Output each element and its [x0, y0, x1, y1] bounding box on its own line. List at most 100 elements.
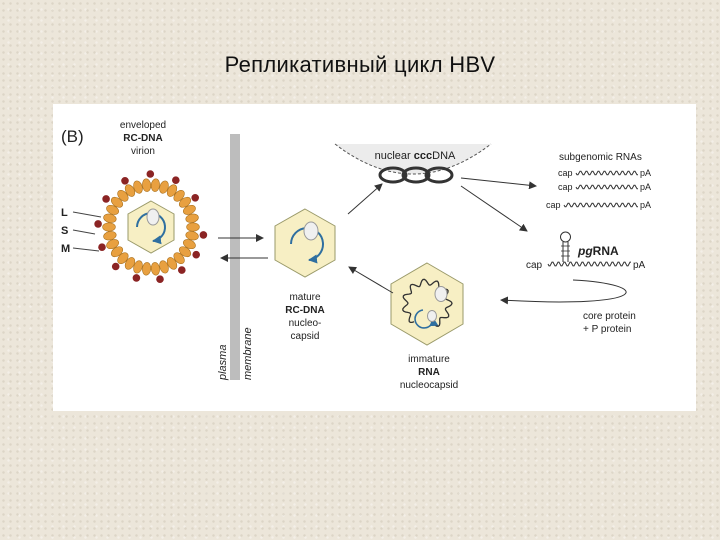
- immature-minus-strand: [414, 309, 439, 329]
- envelope-surface-protein: [178, 266, 186, 274]
- envelope-lipid-bead: [106, 204, 119, 215]
- envelope-lipid-bead: [117, 252, 129, 265]
- panel-label: (B): [61, 127, 84, 146]
- envelope-lipid-bead: [142, 262, 152, 276]
- subgenomic-row1-cap: cap: [558, 168, 573, 178]
- envelope-surface-protein: [121, 177, 129, 185]
- enveloped-virion: [94, 170, 208, 283]
- subgenomic-rna-3: [563, 202, 638, 208]
- cccdna-coils: [378, 166, 454, 184]
- nuclear-entry-arrow: [347, 183, 383, 215]
- subgenomic-rna-2: [575, 184, 638, 190]
- immature-label-line1: immature: [408, 354, 450, 365]
- envelope-surface-protein: [94, 220, 102, 228]
- mature-label-line2: RC-DNA: [285, 305, 324, 316]
- hbv-replication-figure: (B) enveloped RC-DNA virion L S M plasma…: [53, 104, 696, 411]
- envelope-lipid-bead: [178, 196, 192, 208]
- envelope-lipid-bead: [185, 213, 199, 223]
- mature-label-line4: capsid: [291, 331, 320, 342]
- immature-primer: [427, 310, 437, 322]
- envelope-surface-protein: [199, 231, 208, 239]
- envelope-lipid-bead: [110, 246, 124, 258]
- envelope-lipid-bead: [166, 257, 178, 270]
- slide-title: Репликативный цикл HBV: [224, 52, 496, 77]
- envelope-lipid-bead: [133, 260, 143, 274]
- protein-label-L: L: [61, 207, 68, 219]
- virion-label-line2: RC-DNA: [123, 133, 162, 144]
- plasma-membrane: [230, 134, 240, 380]
- envelope-surface-protein: [132, 274, 141, 282]
- subgenomic-row3-cap: cap: [546, 200, 561, 210]
- envelope-lipid-bead: [173, 189, 185, 202]
- envelope-surface-protein: [111, 262, 120, 271]
- virion-label-line3: virion: [131, 146, 155, 157]
- envelope-lipid-bead: [173, 252, 185, 265]
- envelope-lipid-bead: [110, 196, 124, 208]
- protein-leader-lines: [72, 211, 102, 252]
- envelope-lipid-bead: [150, 178, 160, 192]
- membrane-label-membrane: membrane: [242, 327, 254, 380]
- envelope-surface-protein: [146, 170, 155, 178]
- envelope-surface-protein: [156, 275, 164, 283]
- subgenomic-row3-pa: pA: [640, 200, 651, 210]
- subgenomic-rna-1: [575, 170, 638, 176]
- immature-pgrna: [402, 278, 453, 327]
- mature-capsid-shell: [274, 208, 336, 278]
- nucleus-label: nuclear cccDNA: [375, 150, 456, 162]
- envelope-lipid-bead: [117, 189, 129, 202]
- virion-capsid: [127, 200, 175, 254]
- translation-arrow: [500, 279, 627, 305]
- virion-polymerase: [146, 208, 160, 226]
- membrane-label-plasma: plasma: [217, 345, 229, 381]
- immature-label-line3: nucleocapsid: [400, 380, 458, 391]
- envelope-lipid-bead: [103, 213, 117, 223]
- envelope-lipid-beads: [102, 178, 200, 276]
- immature-nucleocapsid: [390, 262, 464, 346]
- envelope-lipid-bead: [124, 257, 136, 270]
- pgrna-strand: [547, 261, 631, 267]
- pgrna-label: pgRNA: [577, 244, 619, 258]
- mature-polymerase: [303, 221, 319, 241]
- envelope-lipid-bead: [102, 222, 116, 232]
- subgenomic-title: subgenomic RNAs: [559, 152, 642, 163]
- immature-capsid-shell: [390, 262, 464, 346]
- envelope-lipid-bead: [183, 204, 196, 215]
- envelope-surface-protein: [172, 176, 180, 184]
- translation-label-line2: + P protein: [583, 324, 631, 335]
- protein-label-S: S: [61, 225, 68, 237]
- pgrna-pa: pA: [633, 260, 646, 271]
- envelope-lipid-bead: [159, 180, 169, 194]
- subgenomic-row1-pa: pA: [640, 168, 651, 178]
- replication-cycle-diagram: (B) enveloped RC-DNA virion L S M plasma…: [61, 120, 651, 391]
- envelope-surface-protein: [191, 194, 199, 202]
- pgrna-cap: cap: [526, 260, 543, 271]
- pgrna-epsilon-stemloop: [560, 231, 571, 262]
- envelope-lipid-bead: [150, 262, 160, 276]
- envelope-lipid-bead: [133, 180, 143, 194]
- virion-rc-dna: [136, 212, 166, 245]
- immature-polymerase: [434, 286, 448, 302]
- envelope-surface-protein: [98, 243, 106, 251]
- envelope-lipid-bead: [183, 239, 196, 250]
- envelope-lipid-bead: [142, 178, 152, 192]
- envelope-lipid-bead: [124, 184, 136, 197]
- virion-label-line1: enveloped: [120, 120, 166, 131]
- nucleus-outline: [334, 143, 492, 175]
- transcription-arrow-subgenomic: [460, 177, 537, 190]
- envelope-lipid-bead: [103, 231, 117, 241]
- envelope-surface-protein: [192, 250, 200, 259]
- subgenomic-row2-cap: cap: [558, 182, 573, 192]
- envelope-lipid-bead: [185, 231, 199, 241]
- translation-label-line1: core protein: [583, 311, 636, 322]
- mature-nucleocapsid: [274, 208, 336, 278]
- mature-label-line3: nucleo-: [289, 318, 322, 329]
- maturation-arrow: [348, 266, 394, 294]
- envelope-surface-protein: [102, 195, 110, 203]
- immature-label-line2: RNA: [418, 367, 440, 378]
- transcription-arrow-pgrna: [460, 185, 528, 232]
- envelope-lipid-bead: [186, 222, 200, 232]
- mature-label-line1: mature: [289, 292, 321, 303]
- envelope-lipid-bead: [166, 184, 178, 197]
- protein-label-M: M: [61, 243, 70, 255]
- subgenomic-row2-pa: pA: [640, 182, 651, 192]
